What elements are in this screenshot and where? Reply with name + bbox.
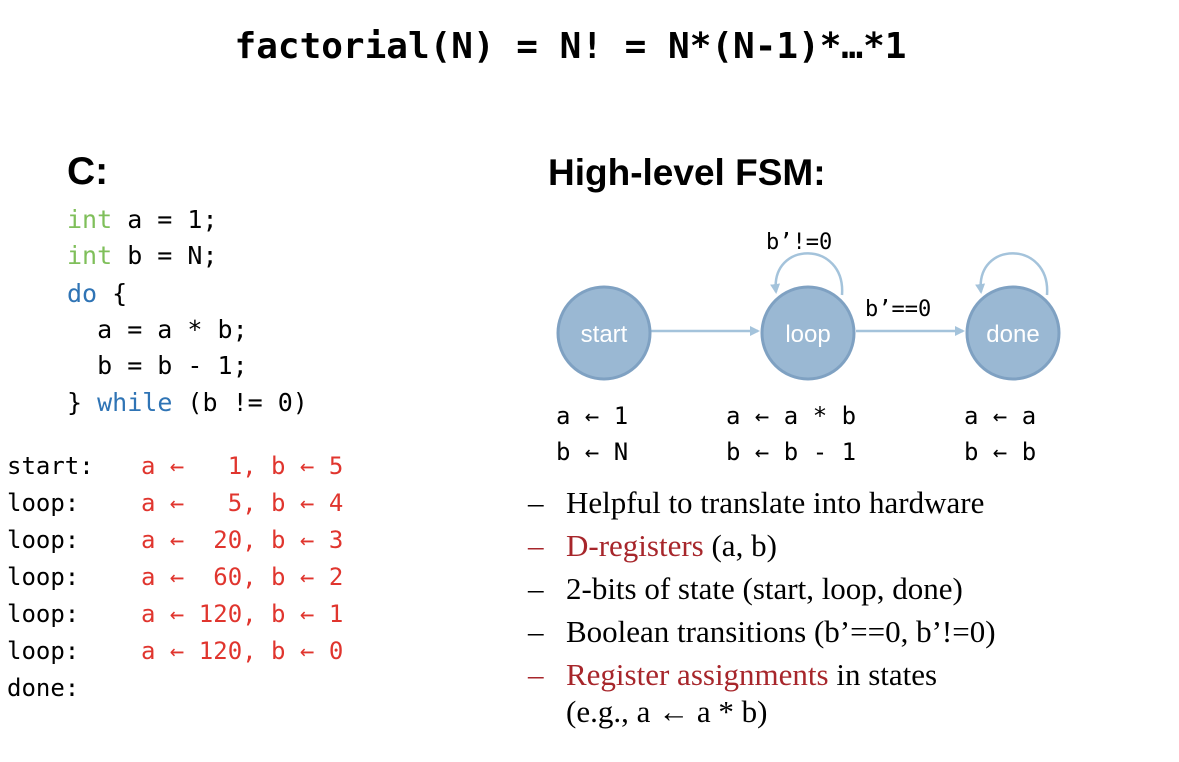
transition-label-loop-self: b’!=0 xyxy=(766,230,832,255)
state-done-label: done xyxy=(986,321,1039,348)
page-title: factorial(N) = N! = N*(N-1)*…*1 xyxy=(234,26,907,67)
code-keyword: do xyxy=(67,279,98,308)
state-start-circle xyxy=(556,285,652,381)
trace-value: a ← 1, b ← 5 xyxy=(141,452,344,480)
assign-done-b: b ← b xyxy=(964,438,1037,466)
assign-start-a: a ← 1 xyxy=(556,402,629,430)
trace-label: loop: xyxy=(7,489,80,517)
bullet-text: in states xyxy=(828,657,938,692)
bullet-text: (a, b) xyxy=(703,528,777,563)
trace-label: loop: xyxy=(7,637,80,665)
bullet-item: –2-bits of state (start, loop, done) xyxy=(528,568,963,610)
code-line: int b = N; xyxy=(67,238,218,274)
code-text: (b != 0) xyxy=(172,388,308,417)
code-text: b = N; xyxy=(112,241,218,270)
bullet-text: Helpful to translate into hardware xyxy=(566,485,985,520)
bullet-dash: – xyxy=(528,528,544,563)
trace-value: a ← 5, b ← 4 xyxy=(141,489,344,517)
bullet-item: –Register assignments in states xyxy=(528,654,937,696)
state-done: done xyxy=(965,285,1061,381)
trace-label: loop: xyxy=(7,563,80,591)
bullet-text: (e.g., a ← a * b) xyxy=(566,694,768,729)
code-line: do { xyxy=(67,276,127,312)
transition-label-loop-to-done: b’==0 xyxy=(865,297,931,322)
bullet-item: –D-registers (a, b) xyxy=(528,525,777,567)
bullet-item: –Helpful to translate into hardware xyxy=(528,482,984,524)
assign-start-b: b ← N xyxy=(556,438,629,466)
code-line: } while (b != 0) xyxy=(67,385,308,421)
trace-value: a ← 120, b ← 0 xyxy=(141,637,344,665)
state-loop: loop xyxy=(760,285,856,381)
c-heading: C: xyxy=(67,150,109,193)
assign-loop-b: b ← b - 1 xyxy=(726,438,857,466)
trace-label: done: xyxy=(7,674,80,702)
code-text: b = b - 1; xyxy=(67,351,248,380)
trace-value: a ← 60, b ← 2 xyxy=(141,563,344,591)
code-text: { xyxy=(97,279,128,308)
bullet-item: –Boolean transitions (b’==0, b’!=0) xyxy=(528,611,996,653)
trace-value: a ← 120, b ← 1 xyxy=(141,600,344,628)
code-text: } xyxy=(67,388,98,417)
edge-done-self xyxy=(975,252,1049,296)
code-text: a = a * b; xyxy=(67,315,248,344)
bullet-text: 2-bits of state (start, loop, done) xyxy=(566,571,963,606)
code-keyword: while xyxy=(97,388,173,417)
code-line: int a = 1; xyxy=(67,202,218,238)
trace-label: loop: xyxy=(7,600,80,628)
state-start-label: start xyxy=(581,321,628,348)
fsm-diagram: start loop done b’!=0 b’==0 xyxy=(556,230,1061,381)
state-start: start xyxy=(556,285,652,381)
code-keyword: int xyxy=(67,241,113,270)
bullet-dash: – xyxy=(528,614,544,649)
state-done-circle xyxy=(965,285,1061,381)
trace-value: a ← 20, b ← 3 xyxy=(141,526,344,554)
code-text: a = 1; xyxy=(112,205,218,234)
trace-label: loop: xyxy=(7,526,80,554)
code-line: b = b - 1; xyxy=(67,348,248,384)
bullet-dash: – xyxy=(528,657,544,692)
bullet-dash: – xyxy=(528,485,544,520)
bullet-highlight: D-registers xyxy=(566,528,704,563)
bullet-item: (e.g., a ← a * b) xyxy=(528,691,767,733)
edge-loop-self xyxy=(770,252,844,296)
assign-loop-a: a ← a * b xyxy=(726,402,857,430)
code-keyword: int xyxy=(67,205,113,234)
assign-done-a: a ← a xyxy=(964,402,1037,430)
state-loop-label: loop xyxy=(785,321,830,348)
trace-label: start: xyxy=(7,452,94,480)
code-line: a = a * b; xyxy=(67,312,248,348)
bullet-highlight: Register assignments xyxy=(566,657,829,692)
fsm-heading: High-level FSM: xyxy=(548,152,826,193)
bullet-dash: – xyxy=(528,571,544,606)
state-loop-circle xyxy=(760,285,856,381)
bullet-text: Boolean transitions (b’==0, b’!=0) xyxy=(566,614,996,649)
